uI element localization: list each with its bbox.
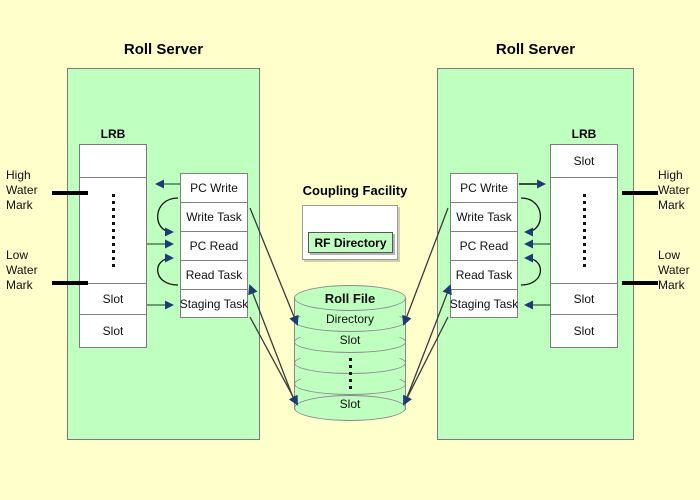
hwm-line-3: Mark bbox=[6, 198, 33, 212]
left-lrb-cell-0 bbox=[80, 145, 146, 178]
right-lrb-cell-slot-2: Slot bbox=[551, 315, 617, 347]
hwm-line-2: Water bbox=[6, 183, 38, 197]
lwm-line-1: Low bbox=[6, 248, 29, 262]
lwm-line-2: Water bbox=[658, 263, 690, 277]
left-high-water-mark-label: High Water Mark bbox=[6, 168, 52, 213]
right-low-water-mark-label: Low Water Mark bbox=[658, 248, 700, 293]
lwm-line-3: Mark bbox=[658, 278, 685, 292]
right-task-read-task[interactable]: Read Task bbox=[450, 260, 518, 289]
right-task-pc-write[interactable]: PC Write bbox=[450, 173, 518, 202]
roll-file-title: Roll File bbox=[324, 291, 376, 306]
right-task-pc-read[interactable]: PC Read bbox=[450, 231, 518, 260]
right-lrb-cell-slot-0: Slot bbox=[551, 145, 617, 178]
right-task-write-task[interactable]: Write Task bbox=[450, 202, 518, 231]
right-high-water-mark-label: High Water Mark bbox=[658, 168, 700, 213]
roll-file-row-slot-last: Slot bbox=[339, 397, 361, 411]
left-lrb-cell-slot-2: Slot bbox=[80, 315, 146, 347]
hwm-line-1: High bbox=[6, 168, 31, 182]
left-lrb-cell-dots bbox=[80, 178, 146, 284]
lwm-line-3: Mark bbox=[6, 278, 33, 292]
hwm-line-1: High bbox=[658, 168, 683, 182]
left-task-read-task[interactable]: Read Task bbox=[180, 260, 248, 289]
right-lrb-cell-dots bbox=[551, 178, 617, 284]
lwm-line-2: Water bbox=[6, 263, 38, 277]
left-task-write-task[interactable]: Write Task bbox=[180, 202, 248, 231]
coupling-facility-title: Coupling Facility bbox=[302, 183, 408, 198]
left-lrb: Slot Slot bbox=[79, 144, 147, 348]
hwm-line-2: Water bbox=[658, 183, 690, 197]
right-task-stack: PC Write Write Task PC Read Read Task St… bbox=[450, 173, 518, 318]
left-lrb-cell-slot-1: Slot bbox=[80, 284, 146, 315]
left-high-water-mark-bar bbox=[52, 191, 88, 195]
left-low-water-mark-bar bbox=[52, 281, 88, 285]
lwm-line-1: Low bbox=[658, 248, 681, 262]
roll-file-row-dots bbox=[294, 351, 406, 395]
right-task-staging-task[interactable]: Staging Task bbox=[450, 289, 518, 318]
right-server-title: Roll Server bbox=[495, 41, 576, 58]
left-task-pc-write[interactable]: PC Write bbox=[180, 173, 248, 202]
left-task-pc-read[interactable]: PC Read bbox=[180, 231, 248, 260]
hwm-line-3: Mark bbox=[658, 198, 685, 212]
roll-file-row-directory: Directory bbox=[325, 312, 374, 326]
right-lrb-label: LRB bbox=[571, 127, 597, 141]
left-server-title: Roll Server bbox=[123, 41, 204, 58]
right-lrb-cell-slot-1: Slot bbox=[551, 284, 617, 315]
left-low-water-mark-label: Low Water Mark bbox=[6, 248, 52, 293]
right-low-water-mark-bar bbox=[622, 281, 658, 285]
right-lrb: Slot Slot Slot bbox=[550, 144, 618, 348]
left-task-stack: PC Write Write Task PC Read Read Task St… bbox=[180, 173, 248, 318]
left-task-staging-task[interactable]: Staging Task bbox=[180, 289, 248, 318]
left-lrb-label: LRB bbox=[100, 127, 126, 141]
rf-directory-box[interactable]: RF Directory bbox=[308, 232, 393, 253]
roll-file-row-slot-1: Slot bbox=[339, 333, 361, 347]
roll-file-bottom-ellipse bbox=[294, 395, 406, 421]
right-high-water-mark-bar bbox=[622, 191, 658, 195]
roll-file-cylinder: Roll File Directory Slot Slot bbox=[294, 285, 406, 423]
